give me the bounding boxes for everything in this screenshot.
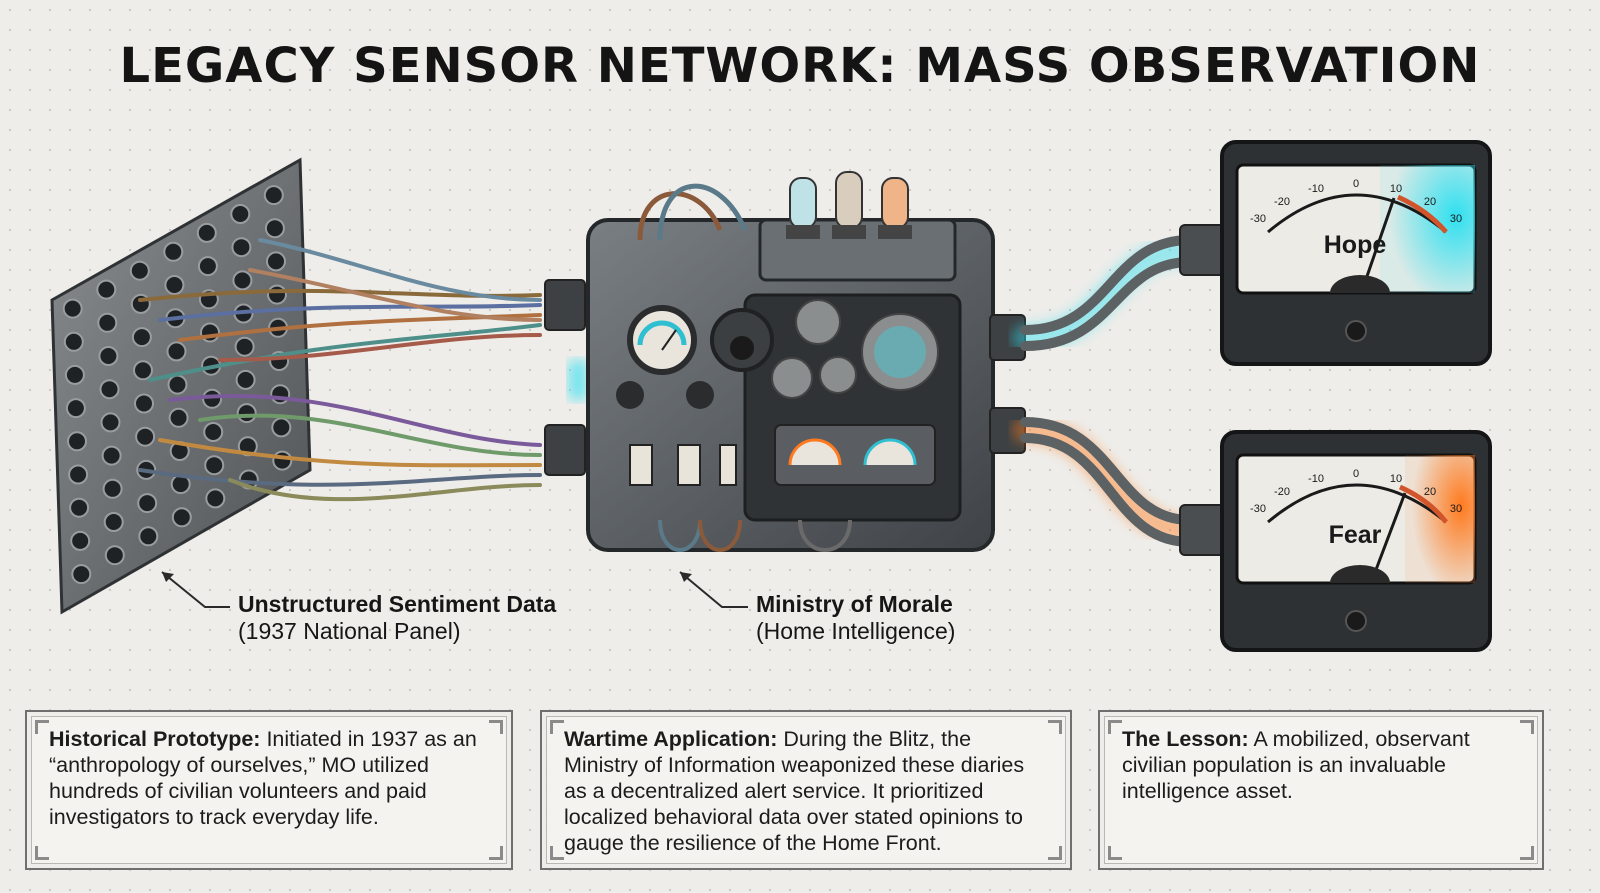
panel-caption-subtitle: (1937 National Panel) <box>238 618 461 644</box>
patch-jack <box>65 398 86 419</box>
meter-tick-label: -30 <box>1250 503 1266 515</box>
patch-jack <box>203 422 224 442</box>
patch-jack <box>69 497 90 518</box>
page-title: LEGACY SENSOR NETWORK: MASS OBSERVATION <box>119 38 1481 94</box>
patch-jack <box>99 379 120 400</box>
patch-jack <box>67 431 87 452</box>
meter-tick-label: -20 <box>1274 486 1290 498</box>
patch-jack <box>263 185 284 206</box>
meter-tick-label: -10 <box>1308 183 1324 195</box>
meter-hoses <box>1012 235 1203 547</box>
hope-meter-label: Hope <box>1324 231 1387 259</box>
patch-jack <box>138 526 159 547</box>
patch-jack <box>63 331 84 352</box>
patch-cables <box>138 238 542 502</box>
patch-jack <box>164 275 185 295</box>
patch-jack <box>167 374 188 395</box>
patch-jack <box>129 260 150 281</box>
meter-tick-label: -30 <box>1250 213 1266 225</box>
patch-jack <box>272 450 293 471</box>
patch-jack <box>64 364 85 385</box>
patch-jack <box>166 341 187 362</box>
info-box-body: Initiated in 1937 as an “anthropology of… <box>49 727 477 829</box>
patch-panel <box>50 157 312 615</box>
patch-jack <box>96 279 117 300</box>
machine-caption-subtitle: (Home Intelligence) <box>756 618 956 644</box>
panel-leader-line <box>161 571 230 608</box>
patch-jack <box>131 327 152 348</box>
patch-jack <box>102 478 123 499</box>
info-box-wartime: Wartime Application: During the Blitz, t… <box>540 710 1072 870</box>
patch-jack <box>204 455 225 476</box>
meter-tick-label: 30 <box>1450 213 1462 225</box>
patch-jack <box>271 417 292 438</box>
panel-caption: Unstructured Sentiment Data (1937 Nation… <box>238 591 556 645</box>
meter-tick-label: -10 <box>1308 473 1324 485</box>
patch-jack <box>171 507 192 528</box>
toggle-switches <box>629 444 737 486</box>
patch-jack <box>197 256 218 277</box>
patch-jack <box>62 298 83 319</box>
machine-gauges <box>616 305 936 486</box>
patch-jack <box>266 251 286 272</box>
patch-jack <box>97 312 118 333</box>
gears <box>771 299 939 399</box>
patch-jack <box>104 545 125 566</box>
meter-tick-label: 10 <box>1390 473 1402 485</box>
machine-leader-line <box>679 571 748 608</box>
patch-jack <box>71 564 92 585</box>
patch-jack <box>101 445 122 466</box>
meter-tick-label: 0 <box>1353 178 1359 190</box>
patch-jack <box>103 512 124 532</box>
patch-jack <box>137 493 158 514</box>
patch-jack <box>230 204 251 224</box>
patch-jack <box>232 270 253 291</box>
patch-jack <box>234 336 255 357</box>
panel-caption-title: Unstructured Sentiment Data <box>238 591 557 617</box>
patch-jack <box>100 412 121 433</box>
meter-tick-label: 20 <box>1424 196 1436 208</box>
info-box-body: A mobilized, observant civilian populati… <box>1122 727 1470 803</box>
patch-jack <box>134 393 154 414</box>
info-box-heading: Historical Prototype: <box>49 727 261 751</box>
meter-tick-label: 20 <box>1424 486 1436 498</box>
fear-meter-label: Fear <box>1329 521 1382 549</box>
info-box-lesson: The Lesson: A mobilized, observant civil… <box>1098 710 1544 870</box>
meter-tick-label: 0 <box>1353 468 1359 480</box>
machine-caption-title: Ministry of Morale <box>756 591 953 617</box>
fear-meter <box>1220 430 1492 652</box>
hope-meter <box>1220 140 1492 366</box>
patch-jack <box>68 464 89 485</box>
vacuum-tubes <box>786 171 912 239</box>
patch-jack <box>196 222 217 243</box>
patch-jack <box>236 403 257 424</box>
patch-jack <box>264 218 285 239</box>
patch-jack <box>231 237 252 258</box>
patch-jack <box>98 346 119 366</box>
info-box-heading: The Lesson: <box>1122 727 1249 751</box>
meter-tick-label: 30 <box>1450 503 1462 515</box>
patch-jack <box>133 360 153 381</box>
info-box-historical: Historical Prototype: Initiated in 1937 … <box>25 710 513 870</box>
patch-jack <box>267 284 287 305</box>
patch-jack <box>70 530 91 551</box>
patch-jack <box>235 369 256 390</box>
machine-caption: Ministry of Morale (Home Intelligence) <box>756 591 955 645</box>
morale-machine <box>544 171 1026 552</box>
meter-tick-label: 10 <box>1390 183 1402 195</box>
patch-jack <box>205 488 226 509</box>
patch-jack <box>163 241 184 262</box>
meter-tick-label: -20 <box>1274 196 1290 208</box>
patch-jack <box>168 407 189 428</box>
info-box-heading: Wartime Application: <box>564 727 778 751</box>
patch-jack <box>202 388 223 409</box>
patch-jack <box>135 426 156 447</box>
info-box-body: During the Blitz, the Ministry of Inform… <box>564 727 1025 855</box>
